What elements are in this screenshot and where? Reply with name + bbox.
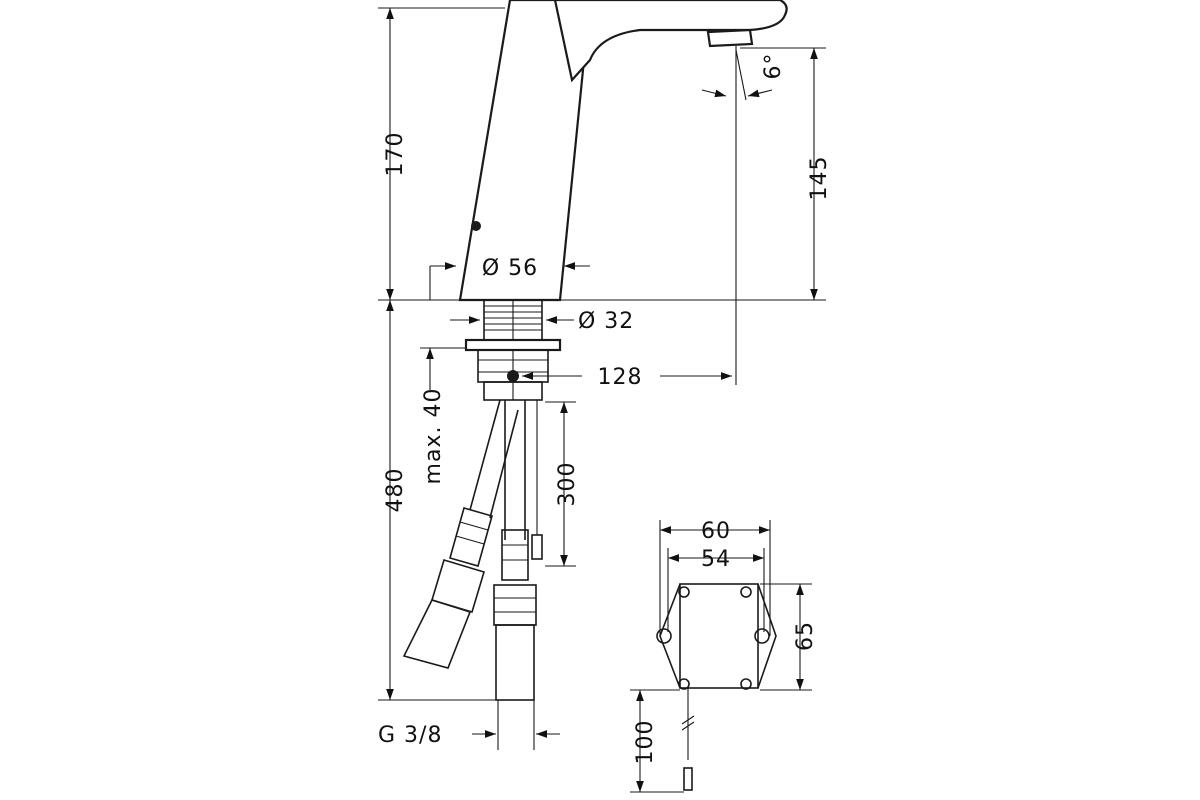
dim-cable-300: 300 xyxy=(555,462,580,507)
dim-145: 145 xyxy=(807,156,832,201)
dim-base-diameter: Ø 56 xyxy=(482,256,538,281)
sensor-icon xyxy=(471,221,481,231)
dim-box-54: 54 xyxy=(701,547,731,572)
threaded-shank xyxy=(464,299,562,401)
dim-box-100: 100 xyxy=(633,720,658,765)
control-box xyxy=(656,583,777,791)
dim-480: 480 xyxy=(383,468,408,513)
dimension-labels: 170 145 6° Ø 56 Ø 32 128 max. 40 480 300… xyxy=(378,53,832,765)
dim-170: 170 xyxy=(383,132,408,177)
supply-hoses xyxy=(402,399,543,701)
dimension-lines xyxy=(378,7,826,793)
dim-shank-diameter: Ø 32 xyxy=(578,309,634,334)
dim-box-60: 60 xyxy=(701,519,731,544)
dim-connection: G 3/8 xyxy=(378,723,442,748)
dim-box-65: 65 xyxy=(793,621,818,651)
faucet-body xyxy=(458,0,788,302)
dim-max-thickness: max. 40 xyxy=(421,388,446,485)
dim-projection: 128 xyxy=(598,365,643,390)
dim-angle: 6° xyxy=(761,53,786,80)
